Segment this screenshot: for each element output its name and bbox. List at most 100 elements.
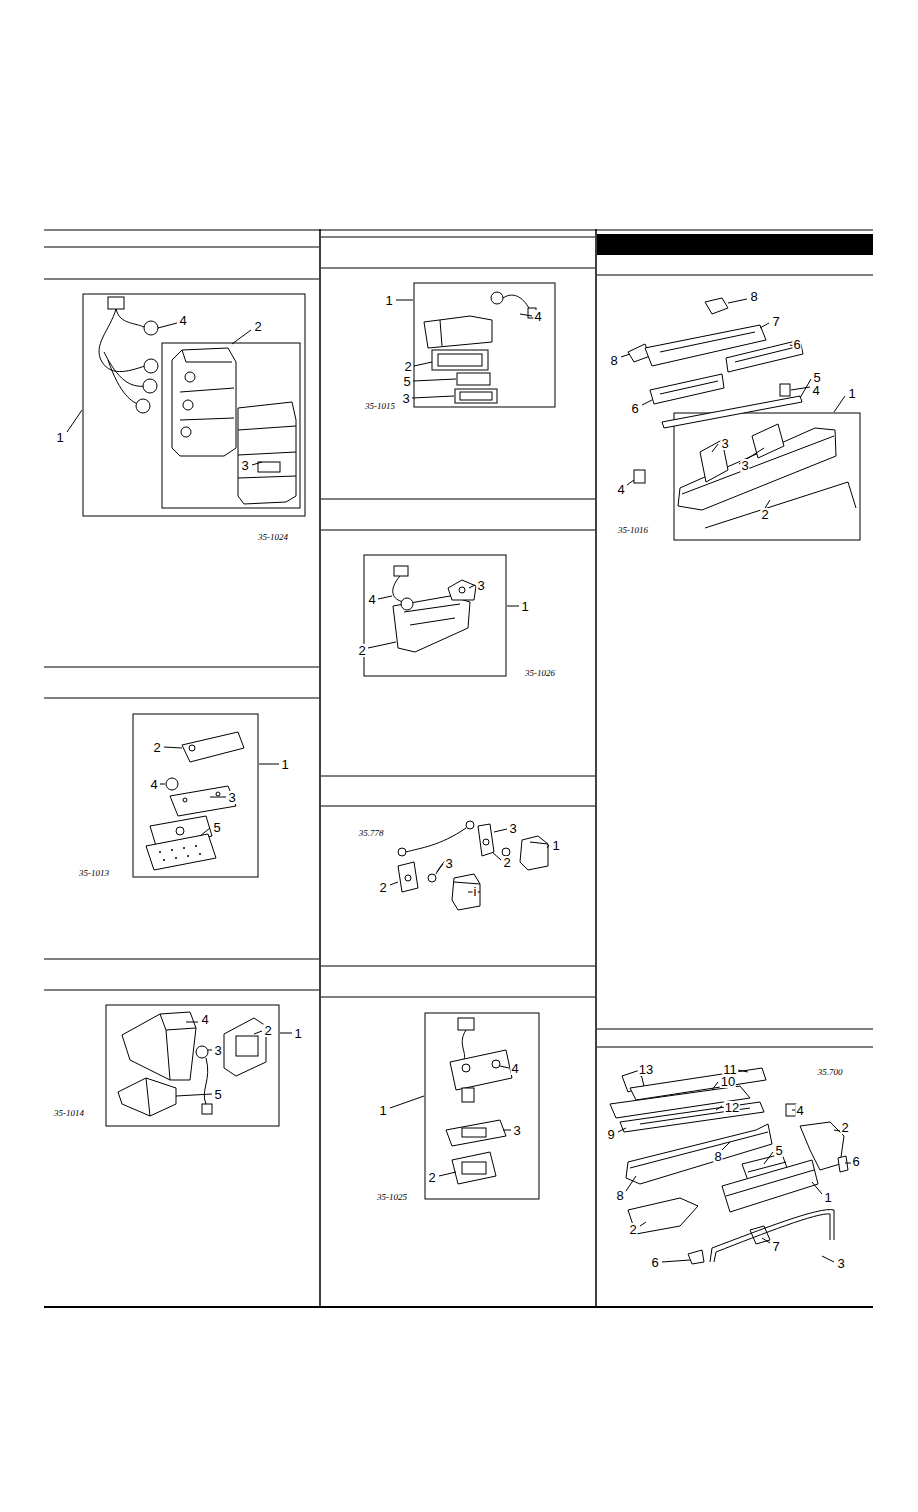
callout-number: 4: [178, 314, 187, 327]
callout-number: 2: [152, 741, 161, 754]
callout-box: 4: [533, 307, 542, 325]
callout-box: 5: [774, 1141, 783, 1159]
callout-box: 8: [749, 287, 758, 305]
callout-number: 1: [293, 1027, 302, 1040]
callout-box: 2: [253, 317, 262, 335]
callout-number: 10: [720, 1075, 736, 1088]
callout-number: 4: [811, 384, 820, 397]
callout-box: 4: [616, 480, 625, 498]
callout-number: 3: [476, 579, 485, 592]
callout-box: 6: [851, 1152, 860, 1170]
callout-box: 13: [638, 1060, 654, 1078]
figure-code-box: 35-1025: [376, 1186, 408, 1204]
callout-box: 3: [240, 456, 249, 474]
callout-number: 4: [200, 1013, 209, 1026]
callout-number: 1: [520, 600, 529, 613]
figure-code-box: 35-1024: [257, 526, 289, 544]
figure-code: 35-1026: [524, 669, 556, 678]
callout-number: 2: [628, 1223, 637, 1236]
figure-code-box: 35-1013: [78, 862, 110, 880]
page-rules: [44, 229, 873, 1307]
callout-number: 3: [240, 459, 249, 472]
callout-number: 12: [724, 1101, 740, 1114]
callout-box: 4: [178, 311, 187, 329]
callout-number: 6: [650, 1256, 659, 1269]
callout-number: 8: [749, 290, 758, 303]
callout-number: 1: [55, 431, 64, 444]
figure-code-box: 35-1016: [617, 519, 649, 537]
callout-number: 1: [823, 1191, 832, 1204]
callout-box: 1: [551, 836, 560, 854]
callout-box: 3: [213, 1041, 222, 1059]
callout-number: 3: [508, 822, 517, 835]
callout-box: 5: [402, 372, 411, 390]
figure-code-box: 35.700: [817, 1061, 844, 1079]
callout-box: 4: [510, 1059, 519, 1077]
callout-number: 3: [401, 392, 410, 405]
callout-number: 4: [533, 310, 542, 323]
figure-code: 35-1014: [53, 1109, 85, 1118]
figure-code-box: 35.778: [358, 822, 385, 840]
callout-box: 3: [508, 819, 517, 837]
callout-number: 8: [615, 1189, 624, 1202]
callout-box: 1: [520, 597, 529, 615]
figure-code: 35-1025: [376, 1193, 408, 1202]
callout-number: 2: [760, 508, 769, 521]
callout-box: 3: [836, 1254, 845, 1272]
callout-box: 4: [795, 1101, 804, 1119]
callout-number: 5: [212, 821, 221, 834]
callout-box: 4: [149, 775, 158, 793]
callout-number: 2: [357, 644, 366, 657]
callout-number: 2: [840, 1121, 849, 1134]
figure-code: 35.700: [817, 1068, 844, 1077]
callout-number: 8: [609, 354, 618, 367]
callout-box: i: [473, 882, 478, 900]
callout-number: 3: [227, 791, 236, 804]
callout-number: 6: [792, 338, 801, 351]
figure-code-box: 35-1014: [53, 1102, 85, 1120]
callout-number: 2: [427, 1171, 436, 1184]
callout-box: 5: [213, 1085, 222, 1103]
callout-number: 2: [403, 360, 412, 373]
callout-number: 8: [713, 1150, 722, 1163]
callout-box: 9: [606, 1125, 615, 1143]
callout-number: 6: [630, 402, 639, 415]
callout-box: 1: [378, 1101, 387, 1119]
callout-number: 3: [740, 459, 749, 472]
callout-number: 4: [616, 483, 625, 496]
figure-code: 35-1015: [364, 402, 396, 411]
callout-box: 3: [720, 434, 729, 452]
callout-box: 12: [724, 1098, 740, 1116]
callout-box: 1: [55, 428, 64, 446]
marker-lamp-figure: [364, 555, 519, 676]
callout-box: 2: [378, 878, 387, 896]
callout-number: i: [473, 885, 478, 898]
callout-number: 5: [812, 371, 821, 384]
callout-number: 5: [402, 375, 411, 388]
callout-box: 8: [713, 1147, 722, 1165]
figure-code-box: 35-1015: [364, 395, 396, 413]
callout-box: 1: [293, 1024, 302, 1042]
callout-number: 1: [384, 294, 393, 307]
figure-code: 35-1016: [617, 526, 649, 535]
callout-box: 4: [367, 590, 376, 608]
licence-lamp-figure: [133, 714, 279, 877]
callout-box: 7: [771, 312, 780, 330]
callout-box: 2: [502, 853, 511, 871]
callout-number: 5: [213, 1088, 222, 1101]
callout-box: 4: [200, 1010, 209, 1028]
callout-number: 5: [774, 1144, 783, 1157]
callout-number: 4: [795, 1104, 804, 1117]
figure-code: 35.778: [358, 829, 385, 838]
callout-box: 8: [609, 351, 618, 369]
side-lamp-figure: [396, 283, 555, 407]
callout-number: 2: [263, 1024, 272, 1037]
figure-code: 35-1013: [78, 869, 110, 878]
callout-box: 4: [811, 381, 820, 399]
callout-number: 1: [551, 839, 560, 852]
callout-box: 1: [280, 755, 289, 773]
callout-box: 2: [840, 1118, 849, 1136]
callout-box: 2: [152, 738, 161, 756]
callout-number: 6: [851, 1155, 860, 1168]
